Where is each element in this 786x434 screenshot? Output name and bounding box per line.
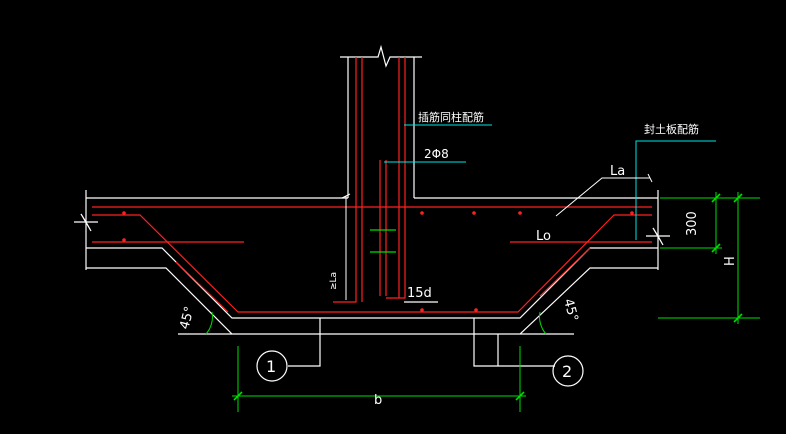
la-vertical-label: ≥La — [329, 272, 339, 290]
la-vertical-tick — [341, 193, 351, 199]
grid-bubble-1 — [256, 350, 288, 382]
dim-300-label: 300 — [685, 211, 700, 236]
dimension-lines — [205, 192, 760, 412]
rebar-dots — [122, 211, 634, 312]
base-bottom-line — [86, 267, 658, 335]
fifteen-d-label: 15d — [407, 286, 432, 301]
grid-1-label: 1 — [266, 357, 276, 376]
dim-tick — [233, 391, 243, 401]
dimension-ticks — [233, 193, 743, 401]
grid-2-leader — [473, 318, 555, 367]
angle-label-left: 45° — [177, 305, 197, 331]
dowel-note: 插筋同柱配筋 — [418, 110, 484, 124]
stirrup-group — [370, 229, 396, 253]
slab-bottom-line — [86, 247, 658, 319]
dim-h-label: H — [723, 256, 738, 266]
grid-bubbles — [256, 350, 584, 387]
rebar-group — [92, 57, 652, 313]
la-annotation — [341, 173, 653, 300]
angle-label-right: 45° — [560, 297, 580, 323]
angle-arc-left — [205, 311, 213, 335]
lo-label: Lo — [536, 229, 551, 244]
haunch-bar-right — [539, 247, 591, 297]
dim-tick — [733, 193, 743, 203]
rebar-dot — [122, 238, 126, 242]
la-label-top: La — [610, 164, 625, 179]
slab-note-leader — [635, 140, 716, 240]
break-symbol-right — [646, 227, 670, 246]
dim-b-label: b — [374, 393, 382, 408]
dim-tick — [515, 391, 525, 401]
dowel-left-outer — [333, 57, 357, 303]
drawing-text: 插筋同柱配筋 2Φ8 封土板配筋 La Lo 15d b 1 2 300 H ≥… — [177, 110, 738, 408]
la-leader — [555, 177, 650, 217]
la-tick — [647, 173, 653, 183]
rebar-dot — [122, 211, 126, 215]
rebar-dot — [472, 211, 476, 215]
dim-tick — [711, 243, 721, 253]
stirrup-note: 2Φ8 — [424, 147, 449, 161]
grid-bubble-2 — [552, 355, 584, 387]
concrete-outline — [74, 44, 670, 367]
dowel-right-outer — [386, 57, 406, 299]
angle-arc-right — [539, 311, 547, 335]
rebar-dot — [420, 308, 424, 312]
rebar-dot — [420, 211, 424, 215]
break-symbol-left — [74, 213, 98, 232]
haunch-bar-left — [175, 261, 229, 313]
base-bottom-bar — [92, 214, 652, 313]
rebar-dot — [630, 211, 634, 215]
grid-1-leader — [288, 318, 321, 367]
grid-2-label: 2 — [562, 362, 572, 381]
dim-tick — [733, 313, 743, 323]
leader-lines — [384, 124, 716, 240]
dim-tick — [711, 193, 721, 203]
rebar-dot — [474, 308, 478, 312]
column-break-line — [340, 44, 422, 68]
rebar-dot — [518, 211, 522, 215]
slab-note: 封土板配筋 — [644, 122, 699, 136]
